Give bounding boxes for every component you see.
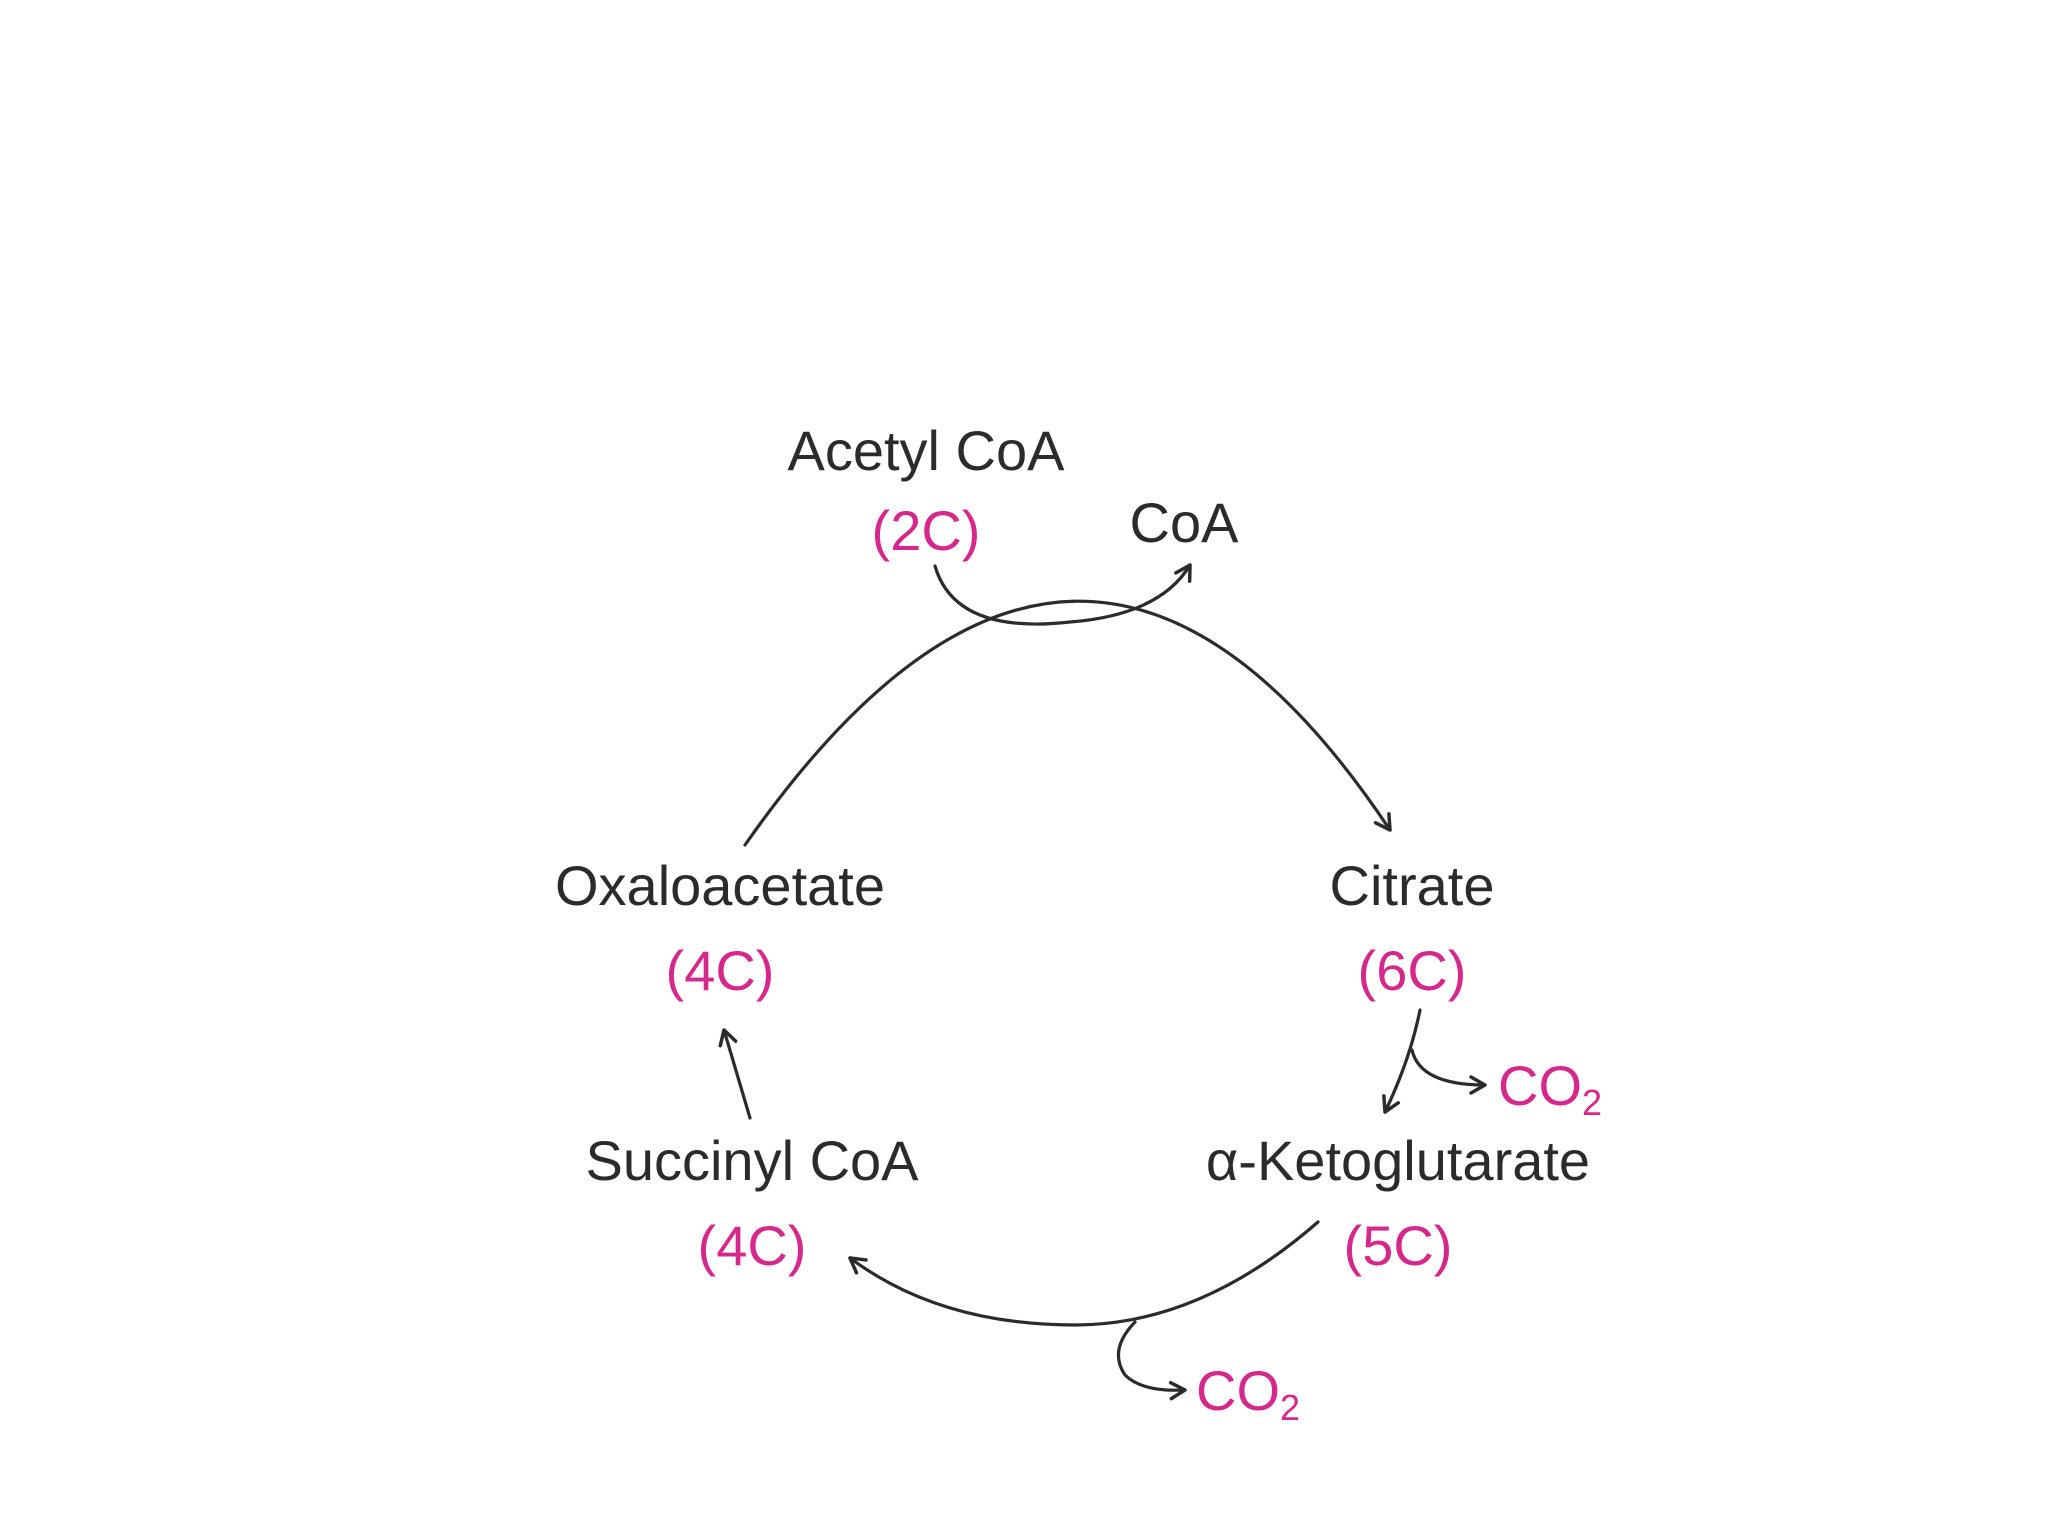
succinyl-coa-label: Succinyl CoA <box>585 1129 919 1192</box>
arrow-oxaloacetate-to-citrate <box>743 599 1392 847</box>
alpha-ketoglutarate-label: α-Ketoglutarate <box>1206 1129 1590 1192</box>
acetyl-coa-carbons: (2C) <box>872 499 981 562</box>
arrow-citrate-to-ketoglutarate <box>1382 1008 1422 1114</box>
cycle-arrows <box>718 563 1487 1401</box>
co2-second-main: CO <box>1196 1359 1280 1422</box>
arrow-citrate-releases-co2 <box>1410 1048 1487 1095</box>
oxaloacetate-carbons: (4C) <box>666 939 775 1002</box>
citrate-carbons: (6C) <box>1358 939 1467 1002</box>
citrate-label: Citrate <box>1330 854 1495 917</box>
arrow-ketoglutarate-releases-co2 <box>1116 1320 1187 1401</box>
alpha-ketoglutarate-carbons: (5C) <box>1344 1214 1453 1277</box>
alpha-ketoglutarate-node: α-Ketoglutarate (5C) <box>1206 1129 1590 1277</box>
co2-label-second: CO2 <box>1196 1359 1300 1428</box>
succinyl-coa-node: Succinyl CoA (4C) <box>585 1129 919 1277</box>
co2-label-first: CO2 <box>1498 1054 1602 1123</box>
co2-first-subscript: 2 <box>1582 1082 1602 1123</box>
acetyl-coa-node: Acetyl CoA (2C) <box>788 419 1066 562</box>
co2-first-main: CO <box>1498 1054 1582 1117</box>
co2-second-subscript: 2 <box>1280 1387 1300 1428</box>
succinyl-coa-carbons: (4C) <box>698 1214 807 1277</box>
coa-label: CoA <box>1130 491 1240 554</box>
arrow-acetyl-coa-joins <box>933 563 1192 626</box>
citrate-node: Citrate (6C) <box>1330 854 1495 1002</box>
oxaloacetate-label: Oxaloacetate <box>555 854 885 917</box>
arrow-succinyl-coa-to-oxaloacetate <box>718 1028 752 1120</box>
acetyl-coa-label: Acetyl CoA <box>788 419 1066 482</box>
oxaloacetate-node: Oxaloacetate (4C) <box>555 854 885 1002</box>
arrow-ketoglutarate-to-succinyl-coa <box>848 1220 1320 1327</box>
